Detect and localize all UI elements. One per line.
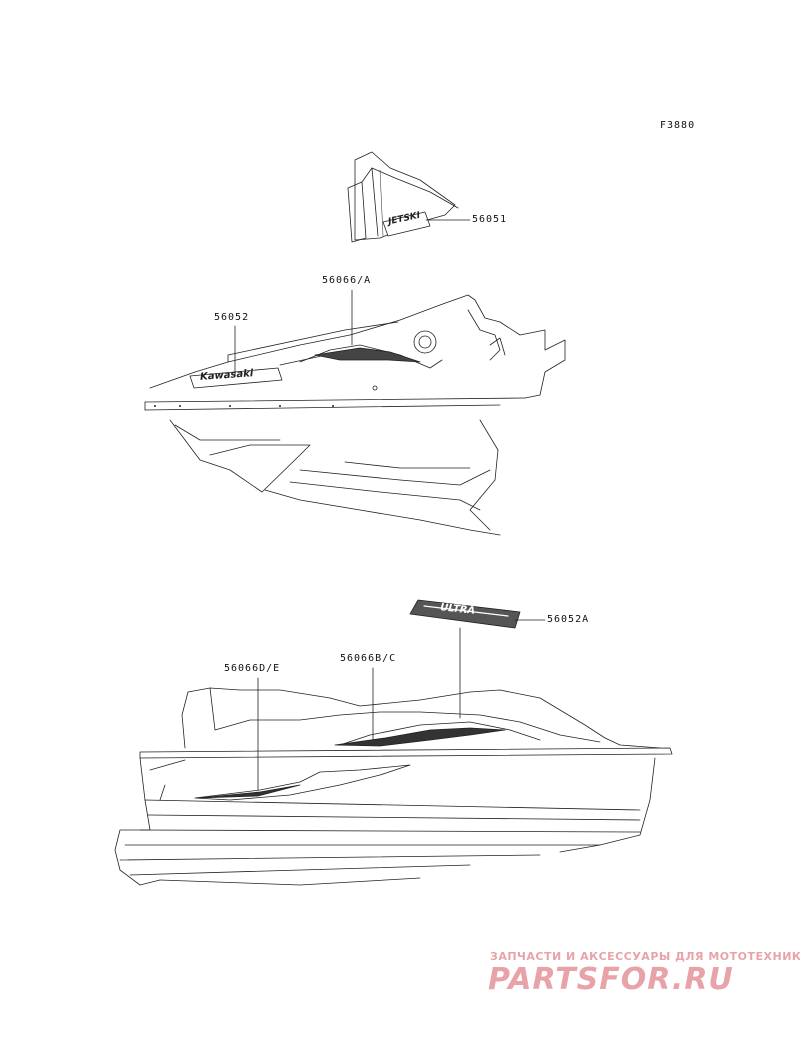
hull-side-view bbox=[114, 687, 673, 886]
watermark-tagline: ЗАПЧАСТИ И АКСЕССУАРЫ ДЛЯ МОТОТЕХНИКИ bbox=[490, 950, 800, 963]
cowl-part bbox=[347, 151, 459, 243]
figure-code: F3880 bbox=[660, 120, 696, 131]
callout-56066bc: 56066B/C bbox=[340, 653, 397, 664]
kawasaki-decal bbox=[189, 367, 283, 389]
jetski-decal bbox=[382, 211, 431, 237]
callout-56052a: 56052A bbox=[547, 614, 590, 625]
callout-56066de: 56066D/E bbox=[224, 663, 281, 674]
stripe-decal-56066a bbox=[314, 347, 421, 363]
callout-56066a: 56066/A bbox=[322, 275, 372, 286]
callout-56051: 56051 bbox=[472, 214, 508, 225]
ultra-decal bbox=[409, 599, 521, 629]
stripe-decal-56066bc bbox=[334, 727, 506, 747]
callout-56052: 56052 bbox=[214, 312, 250, 323]
deck-side-view bbox=[144, 294, 566, 536]
watermark-logo: PARTSFOR.RU bbox=[488, 962, 734, 997]
stripe-decal-56066de bbox=[197, 784, 301, 799]
